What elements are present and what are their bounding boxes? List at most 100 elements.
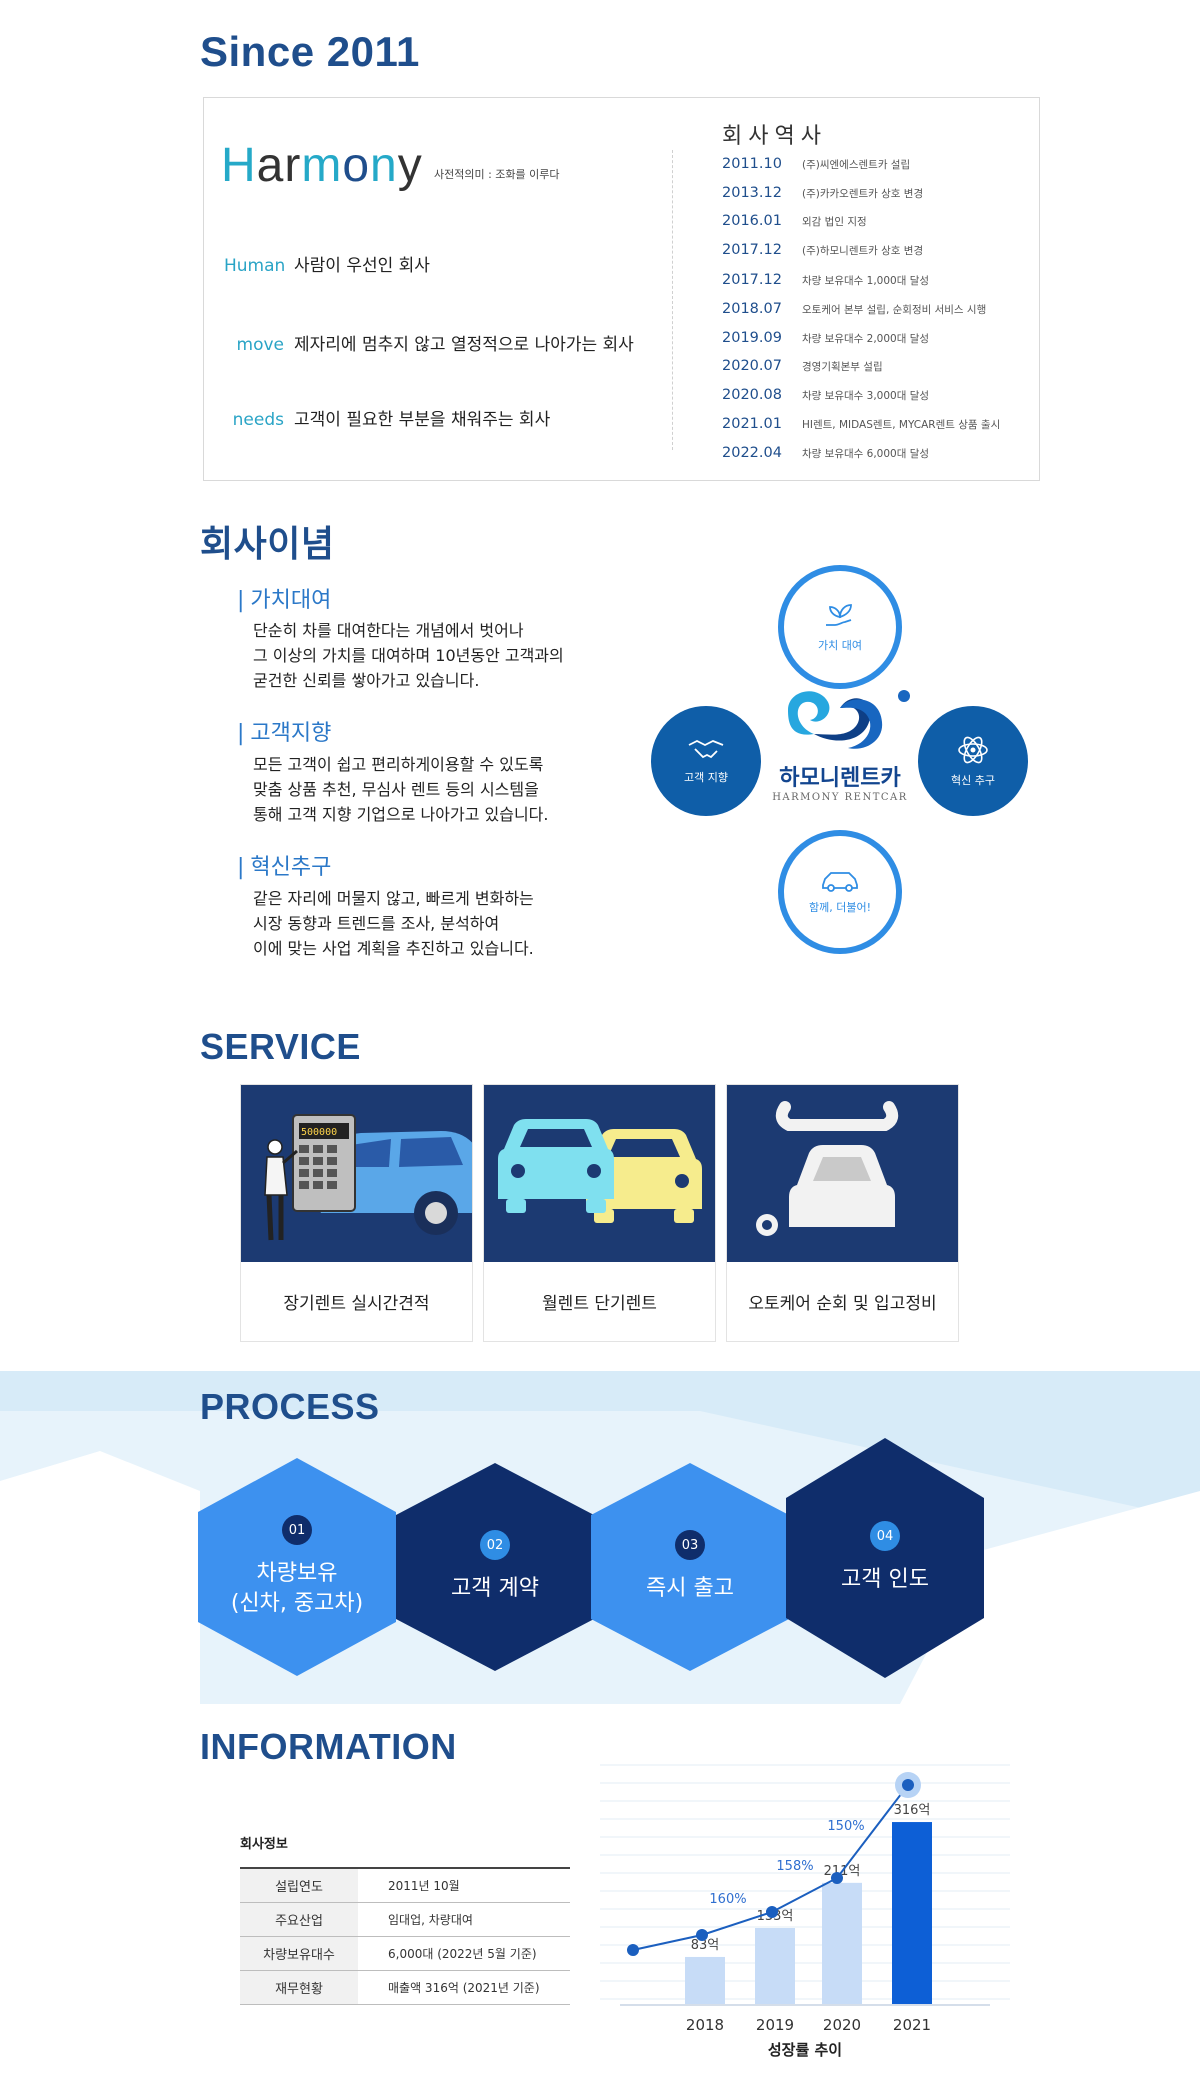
growth-point — [696, 1929, 708, 1941]
philosophy-head-value: |가치대여 — [237, 588, 332, 613]
process-step-2: 02 고객 계약 — [396, 1463, 594, 1671]
since-title: Since 2011 — [200, 28, 420, 75]
history-event: (주)카카오렌트카 상호 변경 — [802, 188, 924, 200]
history-event: 경영기획본부 설립 — [802, 361, 883, 373]
handshake-icon — [688, 739, 724, 759]
service-card-monthly[interactable]: 월렌트 단기렌트 — [483, 1084, 716, 1342]
process-title: PROCESS — [200, 1386, 380, 1427]
service-label-autocare: 오토케어 순회 및 입고정비 — [748, 1294, 937, 1314]
step-label: 고객 계약 — [451, 1576, 539, 1601]
history-event: (주)하모니렌트카 상호 변경 — [802, 245, 924, 257]
history-year: 2013.12 — [722, 185, 782, 201]
history-year: 2017.12 — [722, 272, 782, 288]
process-background-shapes — [0, 1371, 1200, 1704]
bar-2020 — [822, 1882, 862, 2005]
calculator-car-icon: 500000 — [241, 1085, 472, 1262]
company-info-title: 회사정보 — [240, 1837, 288, 1852]
history-event: 오토케어 본부 설립, 순회정비 서비스 시행 — [802, 304, 987, 316]
chart-x-label: 성장률 추이 — [768, 2041, 842, 2059]
divider — [672, 150, 673, 450]
history-item: 2020.07 경영기획본부 설립 — [722, 358, 883, 374]
history-event: 차량 보유대수 1,000대 달성 — [802, 275, 930, 287]
history-year: 2016.01 — [722, 213, 782, 229]
logo-korean: 하모니렌트카 — [779, 766, 901, 791]
process-step-4: 04 고객 인도 — [786, 1438, 984, 1678]
category-label: 2019 — [756, 2016, 794, 2034]
category-label: 2020 — [823, 2016, 861, 2034]
step-number: 03 — [675, 1530, 705, 1560]
service-title: SERVICE — [200, 1026, 361, 1067]
hexagon-shape — [396, 1463, 594, 1671]
growth-rate-label: 158% — [776, 1859, 813, 1874]
harmony-wordmark: Harmony — [221, 139, 423, 192]
two-cars-icon — [484, 1085, 715, 1262]
growth-line — [632, 1784, 909, 1951]
hexagon-shape — [198, 1458, 396, 1676]
history-year: 2020.07 — [722, 358, 782, 374]
customer-circle: 고객 지향 — [651, 706, 761, 816]
value-rental-circle: 가치 대여 — [778, 565, 902, 689]
history-year: 2021.01 — [722, 416, 782, 432]
growth-rate-label: 150% — [827, 1819, 864, 1834]
bar-value-label: 83억 — [691, 1938, 720, 1953]
hexagon-shape — [591, 1463, 789, 1671]
step-number: 04 — [870, 1521, 900, 1551]
history-year: 2018.07 — [722, 301, 782, 317]
history-title: 회사역사 — [722, 124, 827, 149]
history-item: 2016.01 외감 법인 지정 — [722, 213, 867, 229]
philosophy-head-customer: |고객지향 — [237, 721, 332, 746]
growth-rate-label: 160% — [709, 1892, 746, 1907]
history-item: 2020.08 차량 보유대수 3,000대 달성 — [722, 387, 929, 403]
together-circle: 함께, 더불어! — [778, 830, 902, 954]
growth-point — [627, 1944, 639, 1956]
step-number: 02 — [480, 1530, 510, 1560]
dictionary-meaning: 사전적의미 : 조화를 이루다 — [434, 168, 560, 181]
growth-chart: 83억2018133억2019211억2020316억2021160%158%1… — [600, 1764, 1010, 2059]
philosophy-head-innovation: |혁신추구 — [237, 855, 332, 880]
history-year: 2020.08 — [722, 387, 782, 403]
history-event: 차량 보유대수 6,000대 달성 — [802, 448, 930, 460]
history-item: 2017.12 (주)하모니렌트카 상호 변경 — [722, 242, 923, 258]
history-item: 2013.12 (주)카카오렌트카 상호 변경 — [722, 185, 923, 201]
growth-point — [902, 1779, 914, 1791]
atom-icon — [958, 736, 988, 764]
history-event: 외감 법인 지정 — [802, 216, 867, 228]
history-event: 차량 보유대수 3,000대 달성 — [802, 390, 930, 402]
hexagon-shape — [786, 1438, 984, 1678]
step-label: 차량보유(신차, 중고차) — [230, 1561, 364, 1616]
service-label-monthly: 월렌트 단기렌트 — [542, 1294, 657, 1314]
history-year: 2011.10 — [722, 156, 782, 172]
step-label: 즉시 출고 — [646, 1576, 734, 1601]
bar-2021 — [892, 1822, 932, 2005]
process-step-3: 03 즉시 출고 — [591, 1463, 789, 1671]
calc-display: 500000 — [301, 1127, 337, 1138]
step-number: 01 — [282, 1515, 312, 1545]
innovation-circle: 혁신 추구 — [918, 706, 1028, 816]
service-card-longterm[interactable]: 500000 장기렌트 실시간견적 — [240, 1084, 473, 1342]
car-outline-icon — [822, 872, 858, 892]
bar-2019 — [755, 1928, 795, 2005]
wave-logo-icon — [788, 690, 910, 749]
philosophy-title: 회사이념 — [200, 523, 335, 564]
step-label: 고객 인도 — [841, 1567, 929, 1592]
category-label: 2018 — [686, 2016, 724, 2034]
service-card-autocare[interactable]: 오토케어 순회 및 입고정비 — [726, 1084, 959, 1342]
wrench-car-icon — [727, 1085, 958, 1262]
logo-english: HARMONY RENTCAR — [772, 792, 908, 803]
harmony-logo: 하모니렌트카 HARMONY RENTCAR — [770, 682, 910, 822]
bar-2018 — [685, 1956, 725, 2005]
history-year: 2017.12 — [722, 242, 782, 258]
process-section — [0, 1371, 1200, 1704]
